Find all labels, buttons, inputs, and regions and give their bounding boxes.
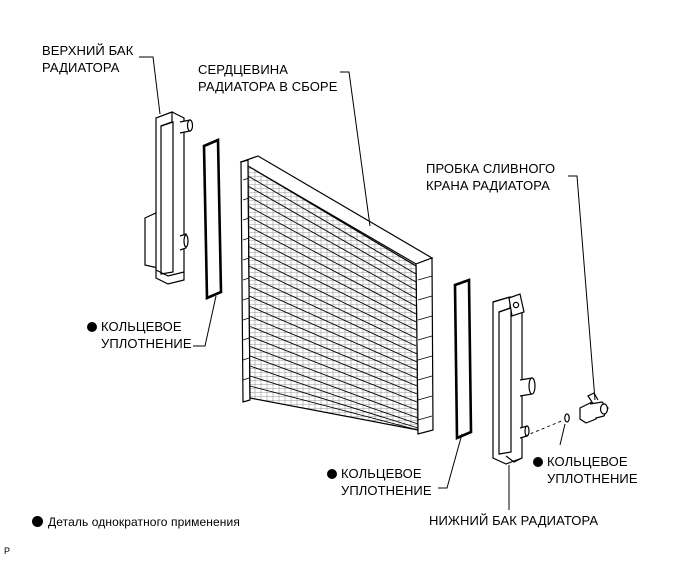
o-ring-left-label-line1: КОЛЬЦЕВОЕ: [87, 318, 192, 335]
upper-tank-label-line2: РАДИАТОРА: [42, 60, 120, 75]
o-ring-right-label-line1: КОЛЬЦЕВОЕ: [533, 453, 638, 470]
upper-tank-label-line1: ВЕРХНИЙ БАК: [42, 43, 134, 58]
o-ring-mid-label-line2: УПЛОТНЕНИЕ: [341, 483, 432, 498]
drain-cock-plug: [565, 393, 608, 423]
o-ring-left-part: [204, 140, 221, 298]
radiator-core-label: СЕРДЦЕВИНА РАДИАТОРА В СБОРЕ: [198, 61, 337, 95]
assembly-dashed-line: [525, 420, 564, 436]
drain-cock-label: ПРОБКА СЛИВНОГО КРАНА РАДИАТОРА: [426, 160, 555, 194]
bullet-icon: [32, 516, 43, 527]
o-ring-right-label-line2: УПЛОТНЕНИЕ: [547, 471, 638, 486]
o-ring-mid-label-line1: КОЛЬЦЕВОЕ: [327, 465, 432, 482]
o-ring-mid-label: КОЛЬЦЕВОЕ УПЛОТНЕНИЕ: [327, 465, 432, 499]
radiator-core-label-line1: СЕРДЦЕВИНА: [198, 62, 289, 77]
lower-tank-label: НИЖНИЙ БАК РАДИАТОРА: [429, 513, 599, 528]
legend-text: Деталь однократного применения: [48, 515, 240, 529]
o-ring-left-label-line2: УПЛОТНЕНИЕ: [101, 336, 192, 351]
radiator-core-label-line2: РАДИАТОРА В СБОРЕ: [198, 79, 338, 94]
o-ring-left-label: КОЛЬЦЕВОЕ УПЛОТНЕНИЕ: [87, 318, 192, 352]
corner-mark: P: [4, 546, 11, 556]
o-ring-right-label: КОЛЬЦЕВОЕ УПЛОТНЕНИЕ: [533, 453, 638, 487]
o-ring-mid-part: [455, 280, 471, 438]
drain-cock-label-line1: ПРОБКА СЛИВНОГО: [426, 161, 556, 176]
radiator-core: [241, 156, 433, 434]
legend: Деталь однократного применения: [32, 514, 240, 531]
leader-lines: [139, 57, 595, 510]
upper-tank-label: ВЕРХНИЙ БАК РАДИАТОРА: [42, 42, 133, 76]
upper-tank: [145, 112, 193, 284]
drain-cock-label-line2: КРАНА РАДИАТОРА: [426, 178, 550, 193]
lower-tank: [493, 294, 535, 464]
